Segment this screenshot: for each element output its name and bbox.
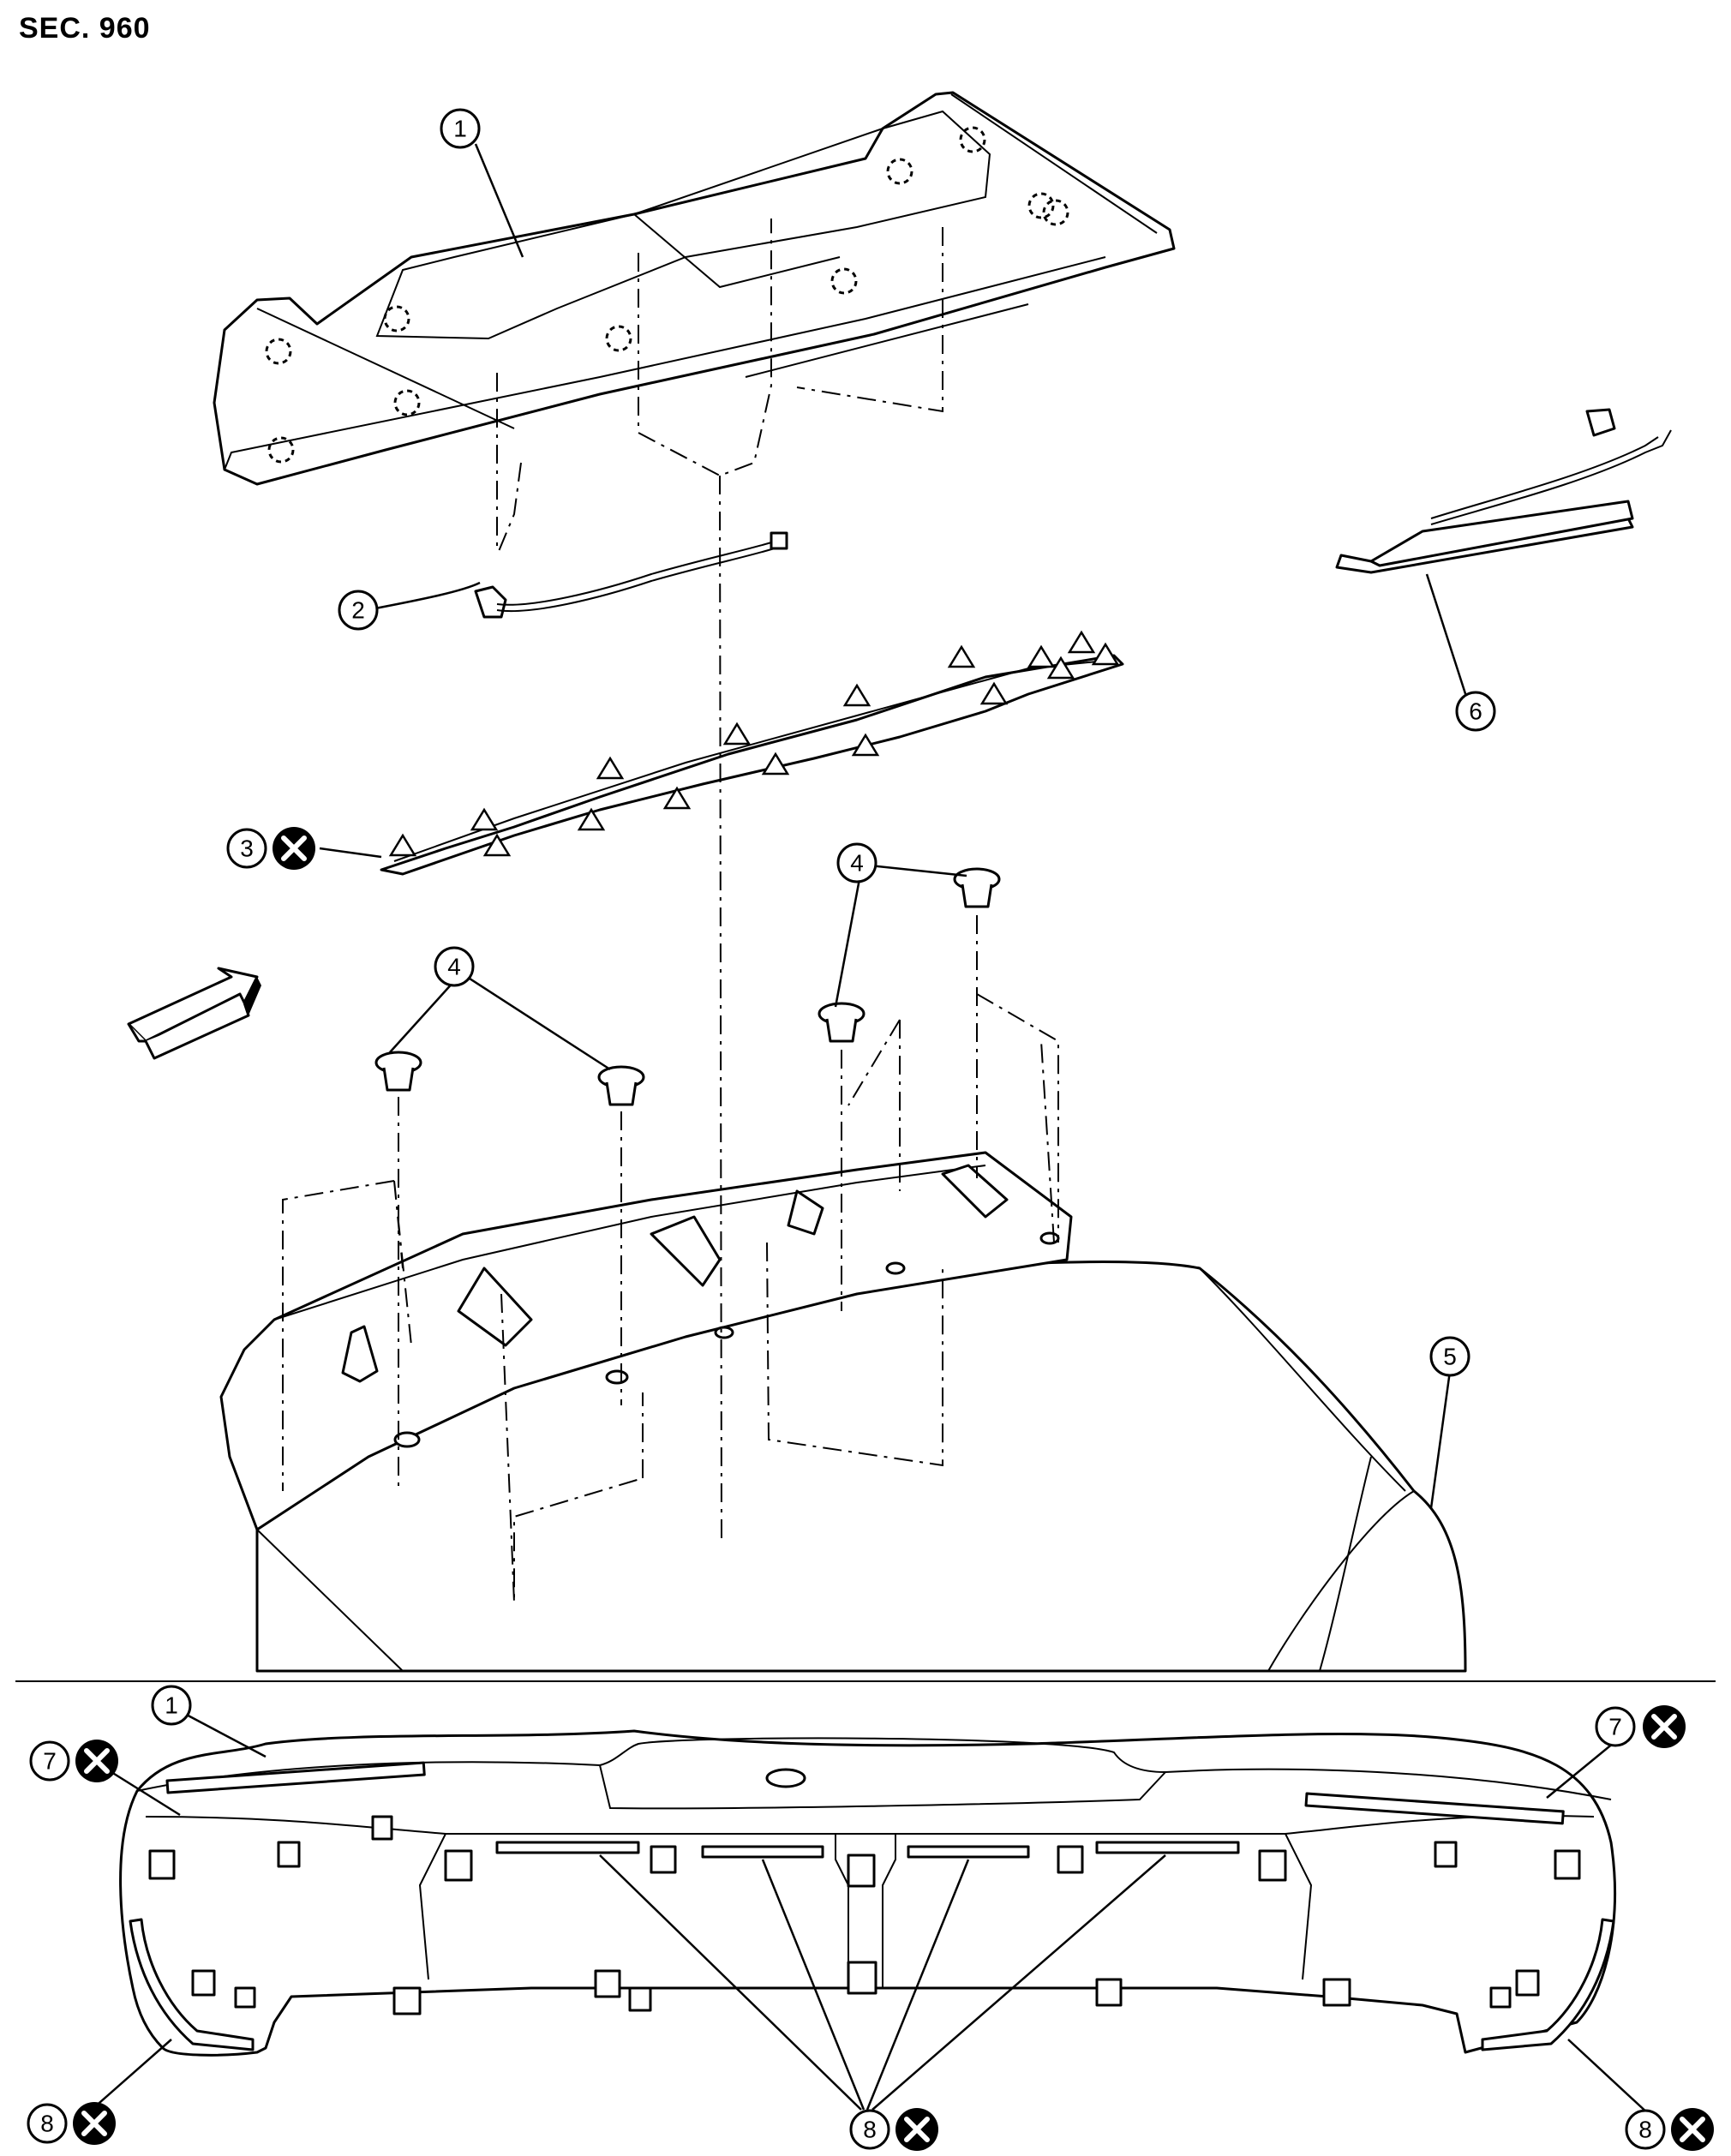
callout-8: 8 (1625, 2109, 1666, 2150)
installation-guide-lines (282, 219, 1059, 1603)
callout-4: 4 (434, 946, 475, 987)
callout-8: 8 (849, 2109, 890, 2150)
svg-text:1: 1 (165, 1692, 178, 1719)
never-reuse-icon (73, 2102, 116, 2145)
clip-icon (374, 1051, 422, 1092)
svg-text:7: 7 (43, 1748, 57, 1775)
spoiler-base (219, 1151, 1073, 1531)
harness (474, 531, 788, 619)
clip-icon (953, 867, 1001, 908)
callout-4: 4 (836, 842, 877, 883)
clip-location-icon (383, 305, 410, 332)
side-seal-left (165, 1761, 426, 1794)
never-reuse-icon (1671, 2108, 1714, 2151)
front-direction-arrow-icon (127, 967, 261, 1060)
center-seal-2 (701, 1845, 824, 1859)
svg-text:8: 8 (40, 2111, 54, 2137)
never-reuse-icon (75, 1740, 118, 1782)
never-reuse-icon (273, 827, 315, 870)
side-seal-right (1304, 1792, 1565, 1825)
center-seal-1 (495, 1841, 640, 1854)
callout-6: 6 (1455, 691, 1496, 732)
callout-1: 1 (151, 1685, 192, 1726)
clip-location-icon (1027, 192, 1055, 219)
never-reuse-icon (895, 2108, 938, 2151)
svg-text:4: 4 (850, 850, 864, 877)
svg-text:5: 5 (1443, 1344, 1457, 1370)
svg-text:4: 4 (447, 954, 461, 980)
svg-text:8: 8 (1638, 2117, 1652, 2143)
end-seal-right (1481, 1918, 1615, 2051)
clip-location-icon (393, 389, 421, 416)
center-seal-4 (1095, 1841, 1240, 1854)
svg-text:2: 2 (351, 597, 365, 624)
adhesive-marks (388, 630, 1120, 857)
svg-text:3: 3 (240, 835, 254, 862)
callout-5: 5 (1429, 1336, 1470, 1377)
clip-icon (818, 1002, 866, 1043)
rear-spoiler-bottom-view (119, 1729, 1616, 2057)
callout-2: 2 (338, 590, 379, 631)
end-seal-left (129, 1918, 255, 2051)
svg-text:8: 8 (863, 2117, 877, 2143)
clip-location-icon (886, 158, 913, 185)
clip-location-icon (267, 436, 295, 464)
callout-1: 1 (440, 108, 481, 149)
clip-icon (597, 1065, 645, 1106)
callout-7: 7 (1595, 1706, 1636, 1747)
section-title: SEC. 960 (19, 12, 151, 45)
callout-3: 3 (226, 828, 267, 869)
clip-location-icon (265, 338, 292, 365)
clip-location-icon (830, 267, 858, 295)
clip-location-icon (959, 126, 986, 153)
callout-8: 8 (27, 2103, 68, 2144)
high-mount-stop-lamp (1335, 408, 1672, 574)
clip-location-icon (605, 325, 632, 352)
spoiler-seal (380, 630, 1124, 876)
clip-location-icon (1042, 199, 1069, 226)
rear-spoiler-upper (213, 91, 1176, 486)
center-seal-3 (907, 1845, 1030, 1859)
svg-text:7: 7 (1608, 1714, 1622, 1740)
svg-text:6: 6 (1469, 698, 1482, 725)
svg-text:1: 1 (453, 116, 467, 142)
never-reuse-icon (1643, 1705, 1686, 1748)
callout-7: 7 (29, 1740, 70, 1782)
